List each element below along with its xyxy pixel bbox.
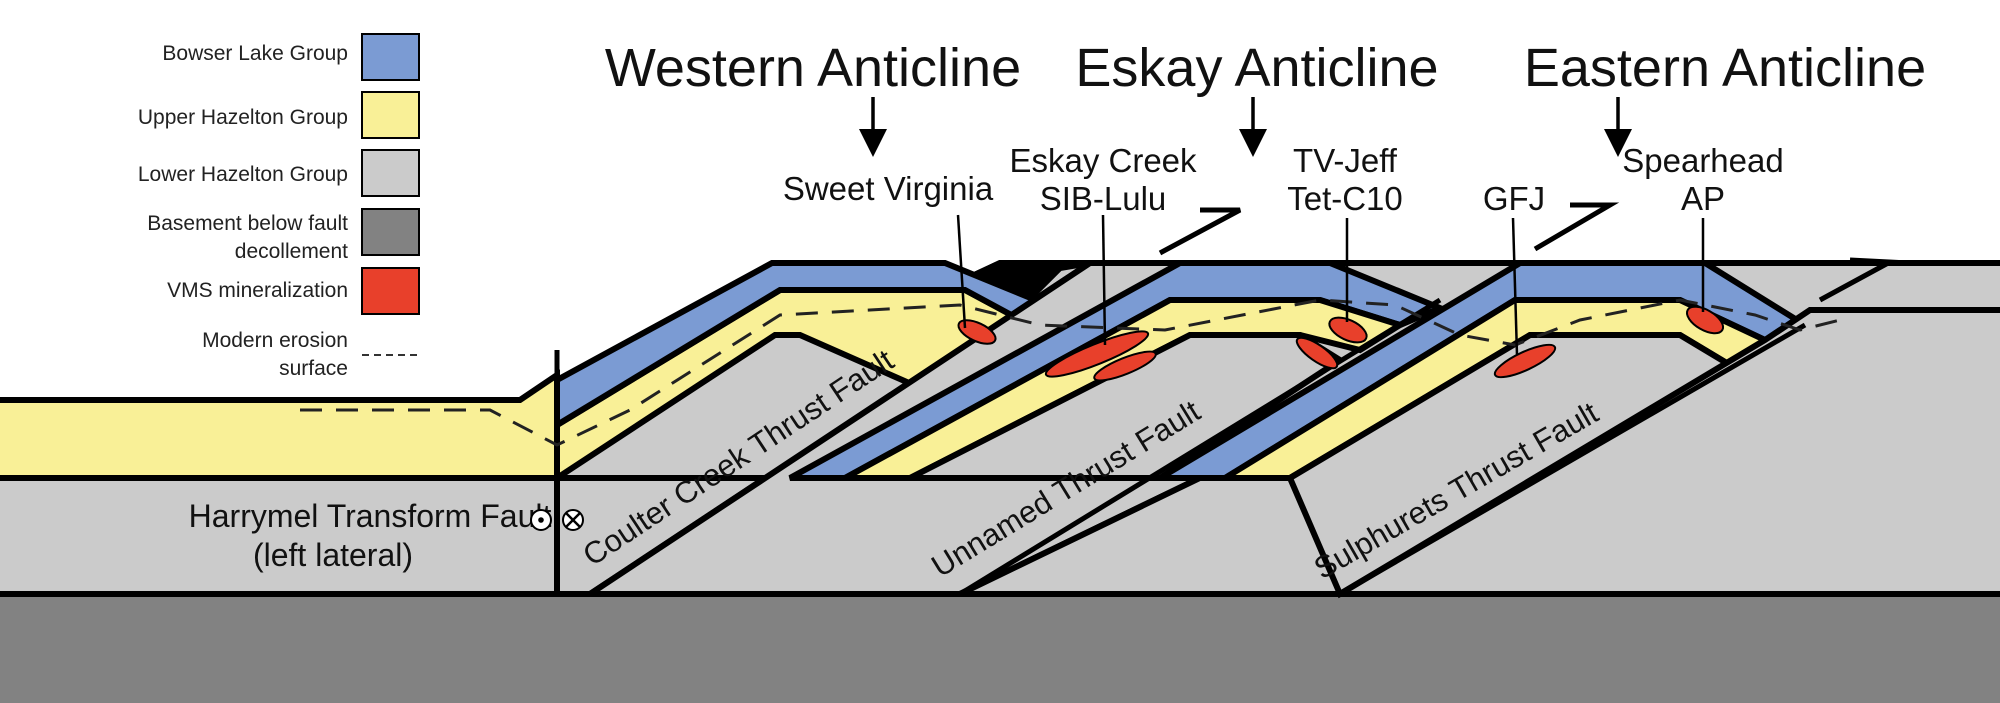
legend: Bowser Lake Group Upper Hazelton Group L… (138, 33, 420, 380)
left-upper-hazelton (0, 369, 560, 481)
label-tv-jeff: TV-Jeff (1293, 142, 1398, 179)
legend-label-lower-hazelton: Lower Hazelton Group (138, 163, 348, 186)
legend-label-erosion-2: surface (279, 357, 348, 380)
coulter-creek-thrust-trace (588, 260, 1092, 597)
legend-label-vms: VMS mineralization (167, 279, 348, 302)
title-eastern-anticline: Eastern Anticline (1524, 38, 1926, 98)
title-western-anticline: Western Anticline (605, 38, 1021, 98)
out-of-page-symbol (530, 509, 552, 531)
legend-swatch-vms (361, 267, 420, 315)
vms-eskay-creek (1044, 330, 1150, 378)
western-core (554, 332, 932, 594)
label-tet-c10: Tet-C10 (1287, 180, 1403, 217)
vms-tv-jeff (1328, 316, 1368, 344)
label-harrymel-line1: Harrymel Transform Fault (189, 498, 552, 534)
left-lower-hazelton (0, 475, 560, 597)
sulphurets-thrust-arrow (1818, 257, 1900, 303)
basement-layer (0, 594, 2000, 703)
label-eskay-creek: Eskay Creek (1009, 142, 1197, 179)
leader-eskay-creek (1101, 214, 1107, 346)
coulter-thrust-arrow (1158, 207, 1242, 256)
legend-label-erosion-1: Modern erosion (202, 329, 348, 352)
legend-swatch-lower-hazelton (361, 149, 420, 197)
leader-sweet-virginia (956, 214, 967, 329)
vms-tet-c10 (1295, 336, 1339, 370)
eastern-core (1286, 332, 1736, 599)
sulphurets-thrust-trace (1338, 322, 1807, 597)
into-page-symbol (562, 509, 584, 531)
label-sweet-virginia: Sweet Virginia (783, 170, 994, 207)
label-sib-lulu: SIB-Lulu (1040, 180, 1167, 217)
legend-label-bowser: Bowser Lake Group (162, 42, 348, 65)
vms-sib-lulu (1093, 350, 1157, 382)
vms-spearhead (1685, 305, 1725, 335)
legend-swatch-bowser (361, 33, 420, 81)
leader-gfj (1511, 217, 1519, 356)
label-gfj: GFJ (1483, 180, 1545, 217)
legend-label-basement-1: Basement below fault (147, 212, 348, 235)
title-eskay-anticline: Eskay Anticline (1075, 38, 1438, 98)
label-harrymel-line2: (left lateral) (253, 537, 413, 573)
unnamed-thrust-trace (958, 297, 1442, 597)
legend-label-upper-hazelton: Upper Hazelton Group (138, 106, 348, 129)
legend-swatch-basement (361, 208, 420, 256)
label-ap: AP (1681, 180, 1725, 217)
unnamed-thrust-arrow (1533, 202, 1620, 252)
vms-sweet-virginia (957, 319, 997, 345)
vms-gfj (1493, 343, 1557, 379)
legend-label-basement-2: decollement (235, 240, 348, 263)
label-spearhead: Spearhead (1622, 142, 1783, 179)
legend-swatch-upper-hazelton (361, 91, 420, 139)
